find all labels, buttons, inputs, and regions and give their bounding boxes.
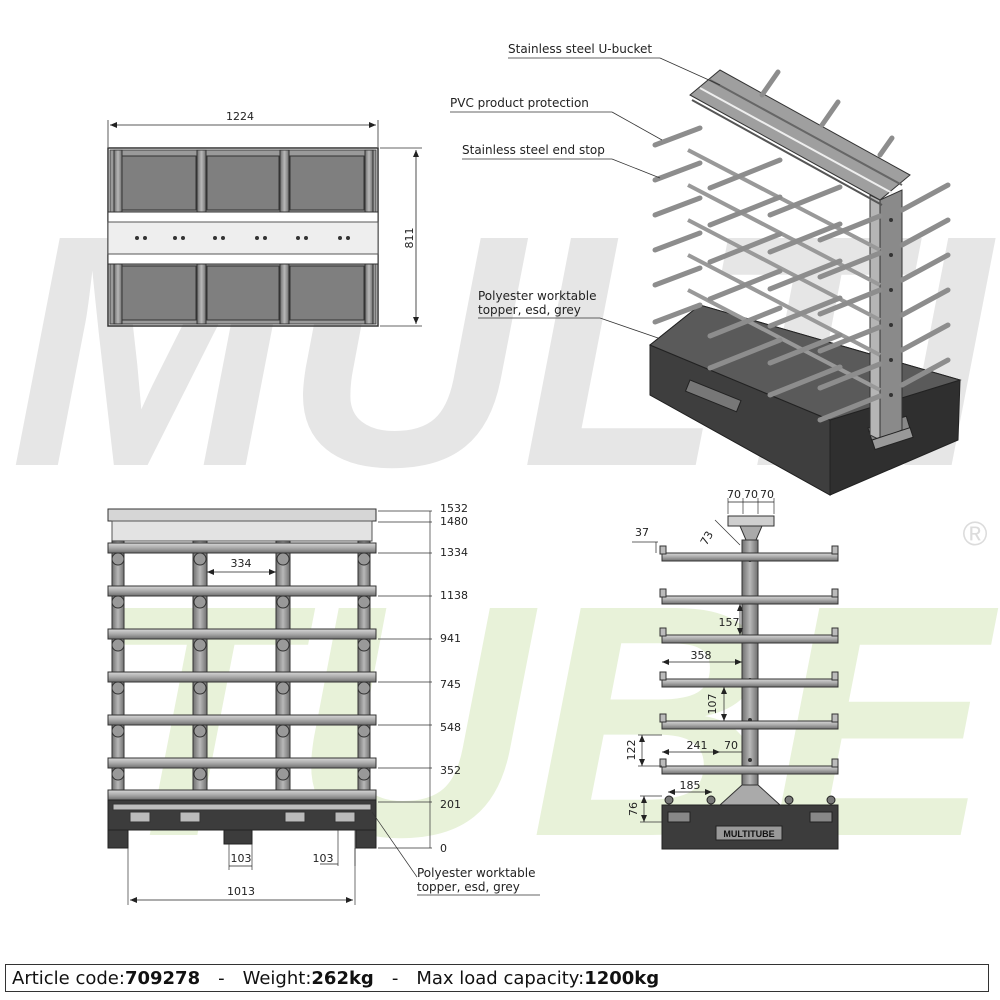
level-941: 941 — [440, 632, 461, 645]
separator-2: - — [391, 967, 399, 989]
dim-depth-811: 811 — [403, 228, 416, 249]
level-745: 745 — [440, 678, 461, 691]
dim-base-76: 76 — [627, 802, 640, 816]
callout-pvc: PVC product protection — [450, 96, 589, 110]
dim-top-b-70: 70 — [744, 488, 758, 501]
dim-spacing-334: 334 — [231, 557, 252, 570]
dim-top-a-70: 70 — [727, 488, 741, 501]
callout-bottom-topper-line2: topper, esd, grey — [417, 880, 520, 894]
dim-arm-mid-241: 241 — [687, 739, 708, 752]
load-value: 1200kg — [584, 967, 660, 989]
weight-value: 262kg — [311, 967, 374, 989]
level-548: 548 — [440, 721, 461, 734]
dim-vertical-107: 107 — [706, 694, 719, 715]
info-bar: Article code: 709278 - Weight: 262kg - M… — [5, 964, 989, 992]
callout-end-stop: Stainless steel end stop — [462, 143, 605, 157]
level-1480: 1480 — [440, 515, 468, 528]
article-value: 709278 — [124, 967, 201, 989]
level-1138: 1138 — [440, 589, 468, 602]
registered-mark: ® — [962, 515, 987, 553]
dim-base-1013: 1013 — [227, 885, 255, 898]
level-352: 352 — [440, 764, 461, 777]
callout-topper-line1: Polyester worktable — [478, 289, 597, 303]
front-view: 1532 1480 1334 1138 941 745 548 352 201 … — [107, 502, 540, 905]
dim-foot-a-103: 103 — [231, 852, 252, 865]
brand-plate: MULTITUBE — [723, 829, 774, 839]
load-label: Max load capacity: — [416, 967, 585, 989]
level-1532: 1532 — [440, 502, 468, 515]
dim-arm-358: 358 — [691, 649, 712, 662]
dim-width-1224: 1224 — [226, 110, 254, 123]
dim-bottom-arm-185: 185 — [680, 779, 701, 792]
level-0: 0 — [440, 842, 447, 855]
level-201: 201 — [440, 798, 461, 811]
callouts: Stainless steel U-bucket PVC product pro… — [450, 42, 721, 339]
dim-top-c-70: 70 — [760, 488, 774, 501]
dim-gap-157: 157 — [719, 616, 740, 629]
dim-tip-37: 37 — [635, 526, 649, 539]
article-label: Article code: — [12, 967, 125, 989]
side-view: MULTITUBE 70 70 70 73 37 157 358 107 — [625, 488, 839, 850]
dim-foot-b-103: 103 — [313, 852, 334, 865]
separator-1: - — [218, 967, 225, 989]
callout-u-bucket: Stainless steel U-bucket — [508, 42, 652, 56]
callout-topper-line2: topper, esd, grey — [478, 303, 581, 317]
dim-angle-73: 73 — [698, 529, 716, 548]
weight-label: Weight: — [242, 967, 312, 989]
isometric-view — [649, 69, 962, 496]
dim-pitch-122: 122 — [625, 740, 638, 761]
top-view: 1224 811 — [107, 110, 422, 327]
dim-arm-mid-70: 70 — [724, 739, 738, 752]
callout-bottom-topper-line1: Polyester worktable — [417, 866, 536, 880]
level-1334: 1334 — [440, 546, 468, 559]
